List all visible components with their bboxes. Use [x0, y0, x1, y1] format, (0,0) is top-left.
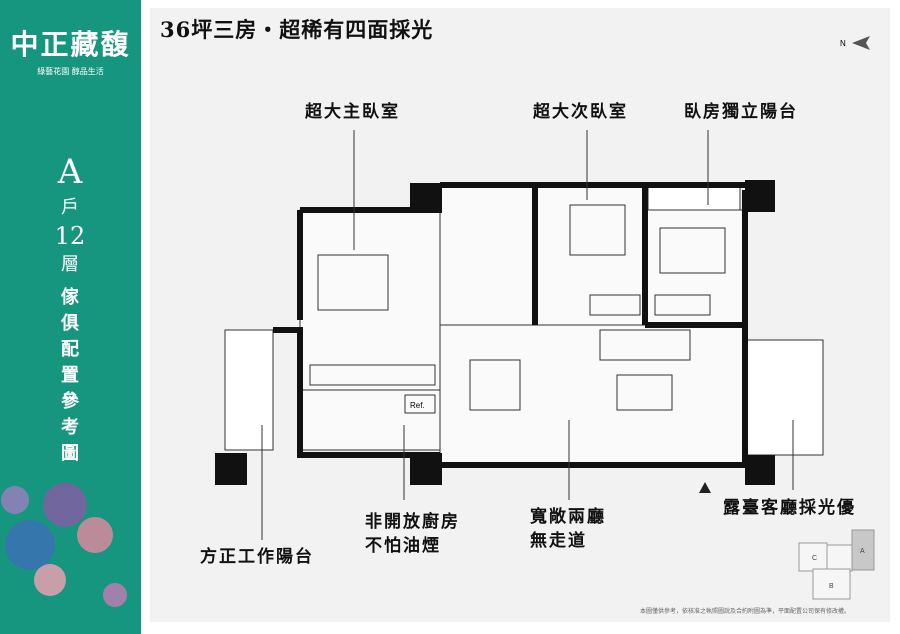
flower-illustration [1, 483, 127, 607]
label-living: 寬敞兩廳 無走道 [530, 505, 606, 553]
caption-char: 置 [61, 364, 79, 386]
fridge-label: Ref. [410, 401, 425, 410]
disclaimer: 本圖僅供參考，依核准之執照圖說及合約附圖為準，平面配置公司保有修改權。 [640, 608, 851, 615]
entrance-arrow-icon [699, 482, 711, 493]
compass-label: N [840, 39, 846, 48]
unit-hu: 戶 [61, 196, 79, 218]
unit-ceng: 層 [61, 253, 79, 275]
key-plan [798, 529, 875, 600]
label-master-bedroom: 超大主臥室 [305, 102, 400, 122]
label-kitchen: 非開放廚房 不怕油煙 [365, 510, 460, 558]
caption-char: 俱 [61, 312, 79, 334]
living-dining [439, 324, 746, 466]
unit-floor: 12 [54, 222, 86, 251]
master-bedroom [299, 209, 441, 391]
desk [589, 294, 641, 316]
master-bed [317, 254, 389, 311]
label-kitchen-line1: 非開放廚房 [365, 512, 460, 532]
label-terrace: 露臺客廳採光優 [723, 498, 856, 518]
wardrobe [309, 364, 436, 386]
keyplan-c: C [812, 555, 817, 562]
coffee-table [616, 374, 673, 411]
work-balcony [224, 329, 274, 451]
sofa [599, 329, 691, 361]
unit-caption: 傢 俱 配 置 參 考 圖 [50, 285, 90, 467]
desk-2 [654, 294, 711, 316]
kitchen [299, 389, 441, 451]
label-room-balcony: 臥房獨立陽台 [684, 102, 798, 122]
caption-char: 圖 [61, 442, 79, 464]
brand-logo: 中正藏馥 [10, 28, 131, 61]
caption-char: 參 [61, 390, 79, 412]
unit-info: A 戶 12 層 傢 俱 配 置 參 考 圖 [50, 150, 90, 467]
keyplan-a: A [860, 548, 865, 555]
brand-slogan: 綠藝花園 醇品生活 [37, 67, 104, 76]
label-living-line1: 寬敞兩廳 [530, 507, 606, 527]
room-balcony [647, 184, 741, 211]
caption-char: 配 [61, 338, 79, 360]
label-second-bedroom: 超大次臥室 [533, 102, 628, 122]
plan-title: 36坪三房・超稀有四面採光 [160, 17, 434, 42]
second-bed [569, 204, 626, 256]
brand-panel: 中正藏馥 綠藝花園 醇品生活 A 戶 12 層 傢 俱 配 置 參 考 圖 [0, 0, 141, 634]
third-bed [659, 227, 726, 274]
dining-table [469, 359, 521, 411]
compass-icon [852, 36, 870, 50]
unit-letter: A [57, 152, 83, 192]
caption-char: 考 [61, 416, 79, 438]
columns [215, 180, 775, 485]
keyplan-b: B [829, 583, 834, 590]
caption-char: 傢 [61, 286, 79, 308]
walls [273, 182, 748, 468]
label-kitchen-line2: 不怕油煙 [365, 536, 441, 556]
label-work-balcony: 方正工作陽台 [200, 547, 314, 567]
leader-lines [261, 130, 794, 540]
terrace [744, 339, 824, 456]
bathrooms [439, 184, 536, 326]
fridge [404, 394, 436, 414]
label-living-line2: 無走道 [530, 531, 587, 551]
